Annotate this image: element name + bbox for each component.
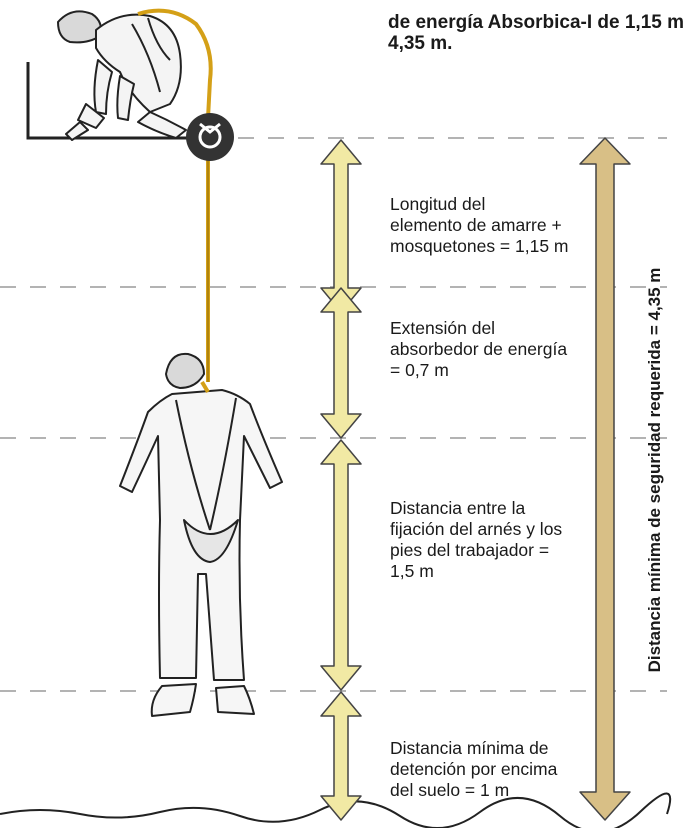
title-line-1: de energía Absorbica-I de 1,15 m bbox=[388, 12, 684, 33]
total-clearance-label: Distancia mínima de seguridad requerida … bbox=[645, 267, 664, 673]
title-line-2: 4,35 m. bbox=[388, 33, 453, 54]
anchor-ring-icon bbox=[186, 113, 234, 161]
segment-label-lanyard: Longitud del elemento de amarre + mosque… bbox=[390, 194, 569, 256]
segment-label-harness: Distancia entre la fijación del arnés y … bbox=[390, 498, 563, 581]
segment-arrows bbox=[320, 139, 362, 821]
crouching-worker-illustration bbox=[57, 10, 187, 141]
segment-label-absorber: Extensión del absorbedor de energía = 0,… bbox=[390, 318, 568, 380]
platform bbox=[26, 62, 188, 140]
total-clearance-arrow bbox=[579, 137, 631, 821]
segment-label-clearance: Distancia mínima de detención por encima… bbox=[390, 738, 558, 800]
segment-arrow-harness bbox=[320, 439, 362, 691]
suspended-worker-illustration bbox=[119, 352, 283, 717]
segment-arrow-absorber bbox=[320, 287, 362, 439]
segment-arrow-lanyard bbox=[320, 139, 362, 313]
fall-clearance-diagram bbox=[0, 8, 672, 828]
lanyard-rope bbox=[137, 8, 213, 382]
segment-arrow-clearance bbox=[320, 691, 362, 821]
